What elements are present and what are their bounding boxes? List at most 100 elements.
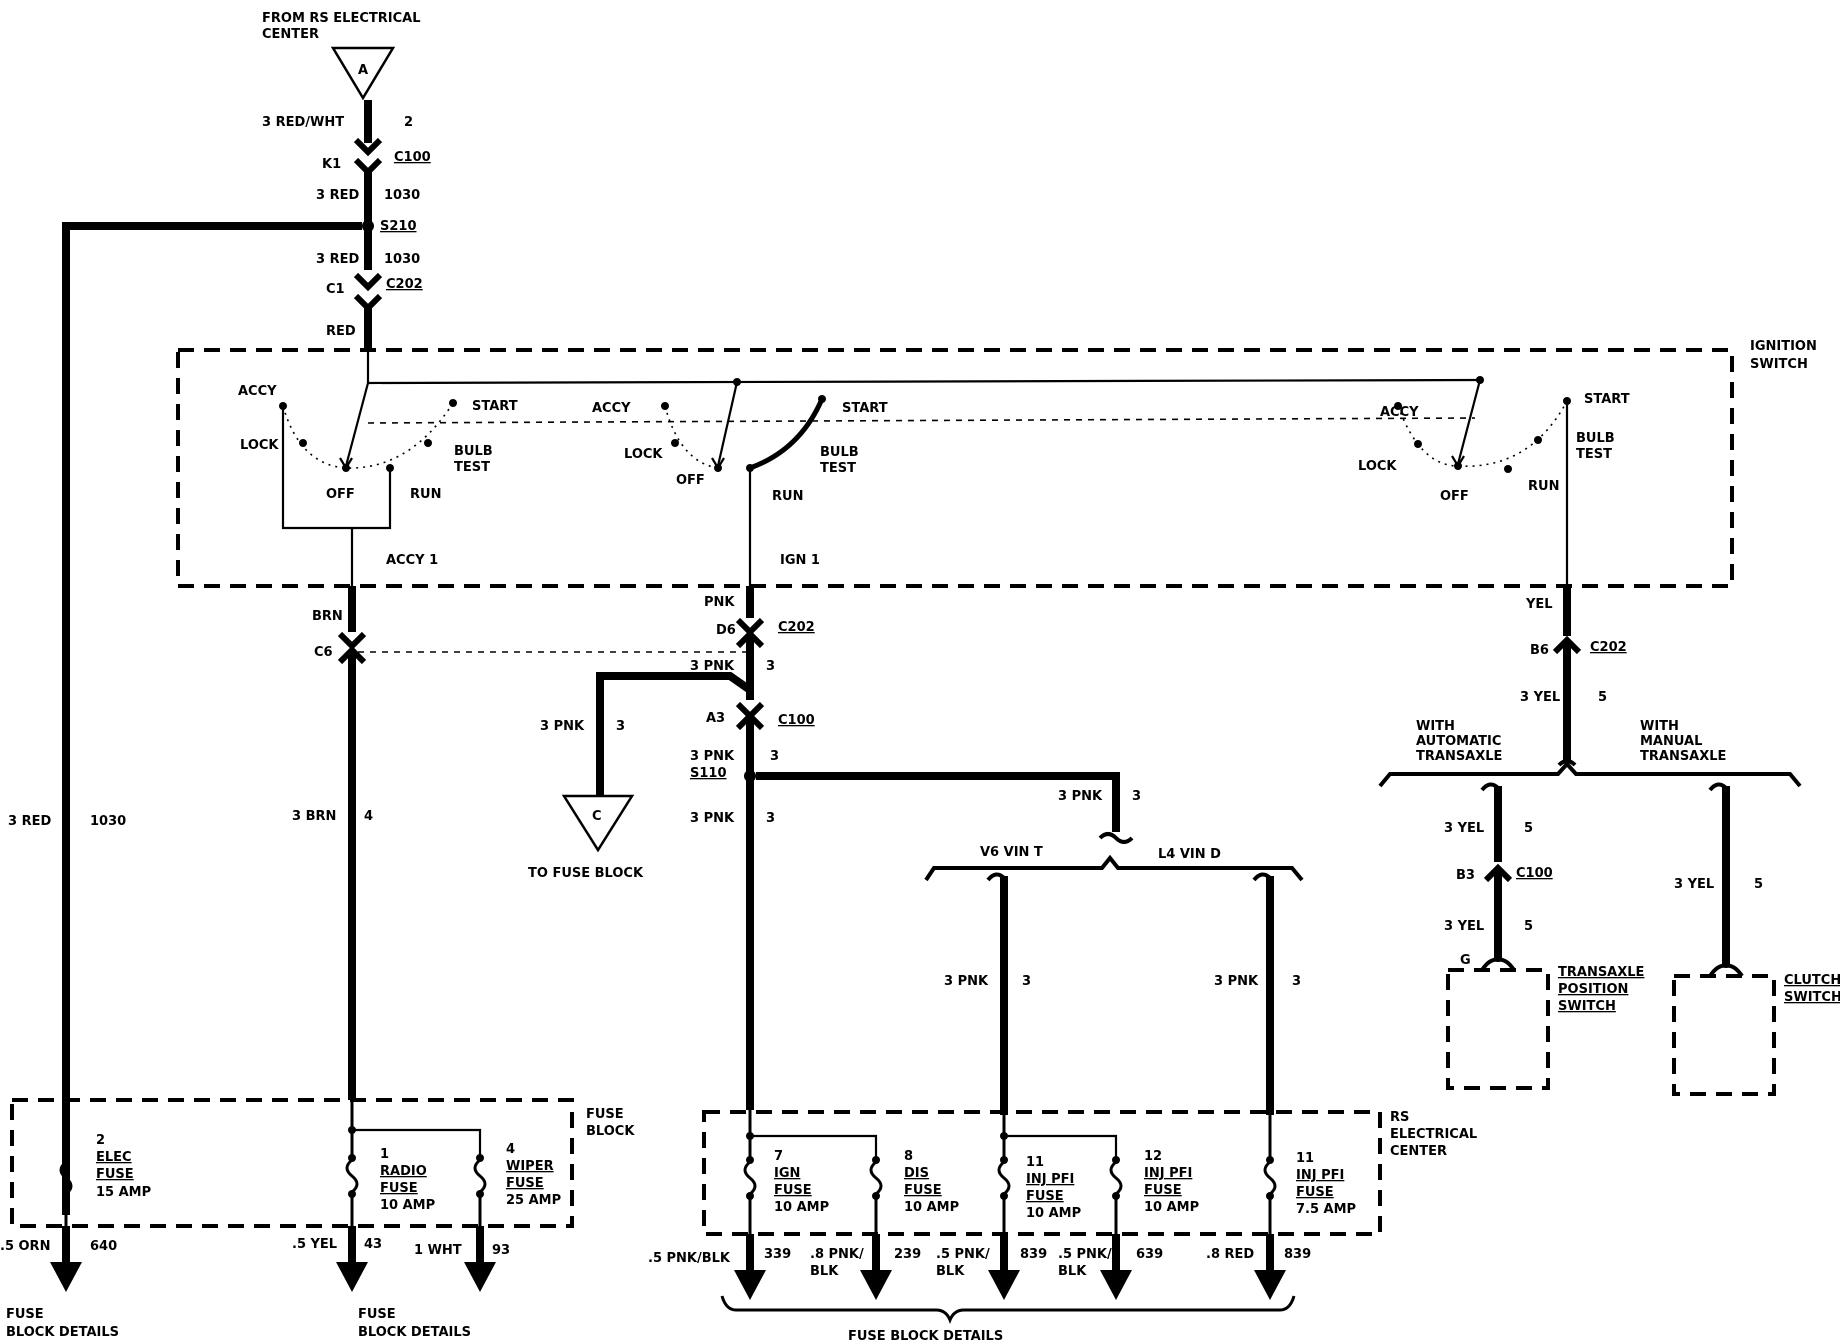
tps-terminal-g: G (1460, 953, 1471, 968)
yel-circuit: 5 (1598, 690, 1607, 705)
sw1-arc (282, 402, 454, 469)
wire-branch-c (596, 672, 753, 795)
sw2-off-contact (714, 464, 722, 472)
rs-center-label-1: RS (1390, 1110, 1409, 1125)
fuse-ign (743, 1110, 878, 1234)
fuse-inj-11b-num: 11 (1296, 1151, 1314, 1166)
c100-top-name: C100 (394, 150, 431, 165)
tps-label-2: POSITION (1558, 982, 1628, 997)
rs-output-arrows (734, 1234, 1286, 1300)
fuse-radio-amp: 10 AMP (380, 1198, 435, 1213)
pnk-pin: D6 (716, 623, 736, 638)
fuse-dis-fuse: FUSE (904, 1183, 942, 1198)
connector-c202-top (353, 272, 383, 292)
rs-electrical-center-box (702, 1110, 1382, 1236)
sw2-lock-contact (671, 439, 679, 447)
fuse-inj-12-fuse: FUSE (1144, 1183, 1182, 1198)
pnk-spec2: 3 PNK (690, 749, 735, 764)
sw2-arc (664, 405, 719, 469)
pnk-spec1: 3 PNK (690, 659, 735, 674)
fb-details-2-line1: FUSE (358, 1307, 396, 1322)
fuse-inj-11a-amp: 10 AMP (1026, 1206, 1081, 1221)
sw3-lock: LOCK (1358, 459, 1397, 474)
rs-out-839a-spec2: BLK (936, 1264, 965, 1279)
sw3-bulb-2: TEST (1576, 447, 1612, 462)
out-93-circuit: 93 (492, 1243, 510, 1258)
auto-pin: B3 (1456, 868, 1475, 883)
v6-circuit: 3 (1022, 974, 1031, 989)
fuse-ign-amp: 10 AMP (774, 1200, 829, 1215)
ignition-switch-label-2: SWITCH (1750, 357, 1808, 372)
tps-label-1: TRANSAXLE (1558, 965, 1644, 980)
sw2-out-label: IGN 1 (780, 553, 820, 568)
fuse-inj-12 (1109, 1156, 1123, 1234)
connector-c-triangle (561, 794, 635, 853)
connector-c100-top-arrow (353, 137, 383, 157)
yel-pin: B6 (1530, 643, 1549, 658)
top-wire-spec: 3 RED/WHT (262, 115, 344, 130)
fuse-elec-num: 2 (96, 1133, 105, 1148)
fuse-dis-amp: 10 AMP (904, 1200, 959, 1215)
pnk-conn2: C100 (778, 713, 815, 728)
pnk-spec3: 3 PNK (690, 811, 735, 826)
sw3-arc (1397, 400, 1568, 467)
sw1-lock: LOCK (240, 438, 279, 453)
man-2: MANUAL (1640, 734, 1702, 749)
yel-split-arc (1557, 759, 1577, 767)
fuse-ign-fuse: FUSE (774, 1183, 812, 1198)
auto-circuit: 5 (1524, 821, 1533, 836)
tps-terminal (1480, 957, 1516, 972)
auto-conn: C100 (1516, 866, 1553, 881)
vin-bus (924, 854, 1304, 882)
sw2-blade (716, 381, 739, 467)
branch-c-spec: 3 PNK (540, 719, 585, 734)
fuse-ign-num: 7 (774, 1149, 783, 1164)
fuse-wiper-num: 4 (506, 1142, 515, 1157)
sw1-bulb-contact (424, 439, 432, 447)
fuse-ign-name: IGN (774, 1166, 800, 1181)
ignition-switch-box (176, 348, 1734, 588)
v6-spec: 3 PNK (944, 974, 989, 989)
rs-out-339-spec: .5 PNK/BLK (648, 1251, 731, 1266)
fuse-radio-fuse: FUSE (380, 1181, 418, 1196)
vin-v6: V6 VIN T (980, 845, 1043, 860)
auto-3: TRANSAXLE (1416, 749, 1502, 764)
connector-a-triangle (330, 46, 396, 101)
mechanical-link (367, 417, 1476, 424)
connector-c-label: TO FUSE BLOCK (528, 866, 644, 881)
sw2-lock: LOCK (624, 447, 663, 462)
connector-a-letter: A (358, 63, 368, 78)
sw1-bulb-2: TEST (454, 460, 490, 475)
left-wire-circuit: 1030 (90, 814, 126, 829)
out-640-spec: .5 ORN (0, 1239, 50, 1254)
sw1-accy: ACCY (238, 384, 277, 399)
connector-a3-bottom (735, 711, 765, 731)
fuse-inj-11b-name: INJ PFI (1296, 1168, 1344, 1183)
connector-c-letter: C (592, 809, 602, 824)
fuse-inj-12-num: 12 (1144, 1149, 1162, 1164)
vin-split-arc (1098, 832, 1134, 844)
sw3-start: START (1584, 392, 1630, 407)
rs-details-label: FUSE BLOCK DETAILS (848, 1329, 1003, 1344)
c100-top-pin: K1 (322, 157, 341, 172)
fuse-inj-11b (1263, 1112, 1277, 1234)
clutch-switch-box (1672, 974, 1776, 1096)
pnk-conn: C202 (778, 620, 815, 635)
auto-1: WITH (1416, 719, 1455, 734)
ignition-switch-label-1: IGNITION (1750, 339, 1817, 354)
rs-out-839a-spec1: .5 PNK/ (936, 1247, 990, 1262)
fb-details-2-line2: BLOCK DETAILS (358, 1325, 471, 1340)
fuse-wiper (473, 1154, 487, 1226)
clutch-terminal (1708, 963, 1744, 978)
sw3-run: RUN (1528, 479, 1559, 494)
transaxle-position-switch-box (1446, 968, 1550, 1090)
pnk-c1: 3 (766, 659, 775, 674)
rs-out-239-circuit: 239 (894, 1247, 921, 1262)
fuse-inj-11a-fuse: FUSE (1026, 1189, 1064, 1204)
sw3-blade (1456, 379, 1482, 465)
fuse-wiper-fuse: FUSE (506, 1176, 544, 1191)
c202-top-name: C202 (386, 277, 423, 292)
splice-s210-label: S210 (380, 219, 417, 234)
fuse-inj-11b-fuse: FUSE (1296, 1185, 1334, 1200)
